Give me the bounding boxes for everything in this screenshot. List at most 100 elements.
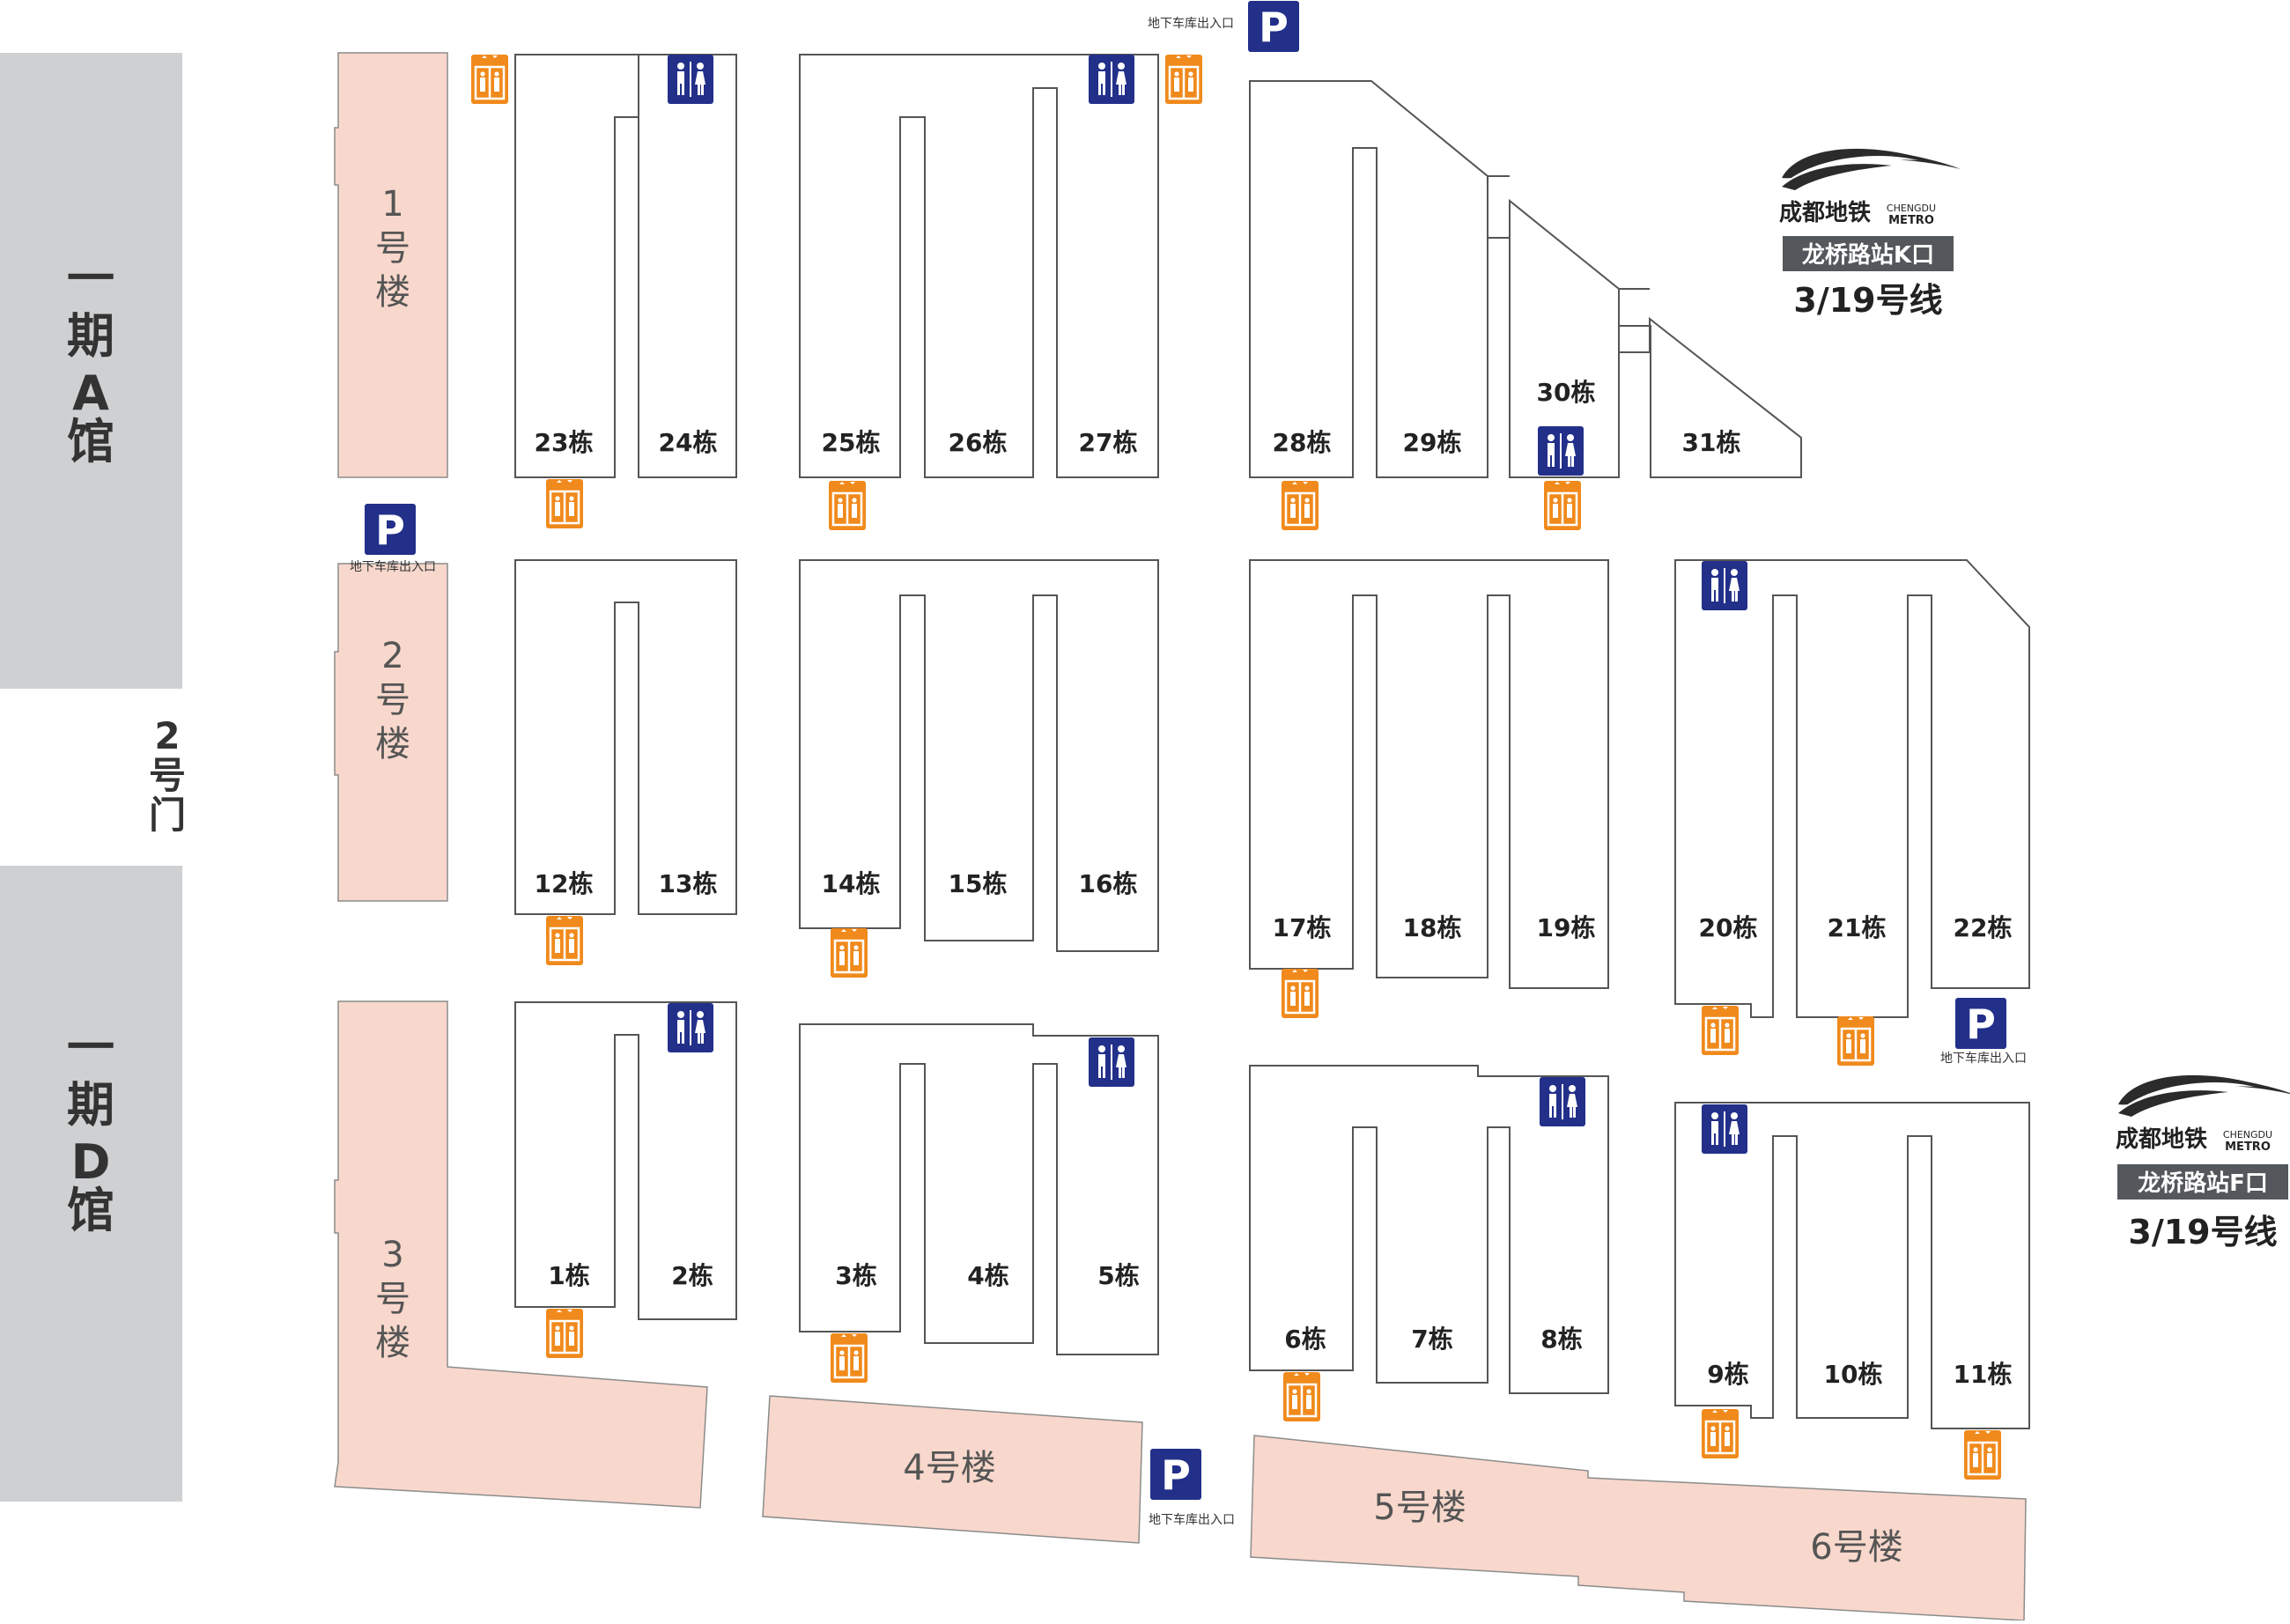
tower-19-label: 19栋 [1537,913,1596,942]
metro-station-badge [2117,1164,2288,1200]
building-4-label: 4号楼 [903,1448,995,1488]
metro-station-k: 龙桥路站K口 [1802,241,1934,269]
tower-28-label: 28栋 [1273,428,1332,457]
tower-4-label: 4栋 [967,1261,1008,1290]
building-2-char-3: 楼 [375,724,410,764]
elevator-icon [1836,1015,1876,1067]
hall-d-char-4: 馆 [67,1183,114,1238]
tower-15-label: 15栋 [949,869,1008,898]
elevator-icon [544,477,585,530]
building-1-shape [334,52,448,478]
elevator-icon [1700,1407,1740,1460]
hall-d-char-2: 期 [67,1077,114,1133]
tower-23-label: 23栋 [535,428,594,457]
tower-block-25-27 [799,54,1159,478]
tower-block-23-24 [514,54,639,478]
gate-char-3: 门 [149,794,186,837]
parking-caption: 地下车库出入口 [1148,16,1234,31]
building-4-shape [762,1395,1143,1544]
metro-station-f: 龙桥路站F口 [2138,1170,2268,1197]
tower-2-label: 2栋 [671,1261,713,1290]
tower-9-label: 9栋 [1707,1360,1748,1389]
tower-30-label: 30栋 [1537,378,1596,407]
tower-11-label: 11栋 [1954,1360,2013,1389]
metro-lines: 3/19号线 [2128,1213,2277,1251]
tower-21-label: 21栋 [1828,913,1887,942]
elevator-icon [1280,967,1320,1020]
metro-station-badge [1783,236,1954,271]
tower-24-label: 24栋 [659,428,718,457]
elevator-icon [829,1332,869,1384]
elevator-icon [1962,1428,2003,1481]
tower-18-label: 18栋 [1403,913,1462,942]
building-3-shape [334,1000,708,1509]
parking-bottom[interactable]: 地下车库出入口 [1149,1449,1235,1527]
gate-char-1: 2 [154,714,180,757]
hall-a-char-4: 馆 [67,414,114,469]
parking-left[interactable]: 地下车库出入口 [350,504,436,574]
parking-icon [1150,1449,1201,1500]
restroom-icon [1088,1037,1135,1088]
parking-caption: 地下车库出入口 [1149,1512,1235,1527]
building-6-label: 6号楼 [1810,1527,1902,1568]
hall-phase1-a: 一 期 A 馆 [0,53,182,689]
building-2-char-1: 2 [381,636,403,676]
hall-a-char-2: 期 [67,308,114,364]
tower-16-label: 16栋 [1079,869,1138,898]
elevator-icon [544,914,585,967]
parking-top[interactable]: 地下车库出入口 [1148,1,1299,52]
tower-6-label: 6栋 [1284,1325,1326,1354]
tower-13-label: 13栋 [659,869,718,898]
building-5-label: 5号楼 [1373,1487,1466,1528]
elevator-icon [544,1307,585,1360]
tower-block-1-2 [514,1001,737,1320]
building-2-char-2: 号 [375,680,410,720]
gate-2: 2 号 门 [149,714,186,837]
parking-caption: 地下车库出入口 [350,559,436,574]
tower-block-3-5 [799,1023,1159,1355]
tower-3-label: 3栋 [835,1261,876,1290]
metro-brand-en-bottom: METRO [2225,1140,2271,1154]
chengdu-metro-logo [1782,148,1961,190]
hall-d-char-1: 一 [67,1020,114,1075]
tower-27-label: 27栋 [1079,428,1138,457]
metro-f-exit[interactable]: 成都地铁 CHENGDU METRO 龙桥路站F口 3/19号线 [2116,1074,2290,1251]
tower-17-label: 17栋 [1273,913,1332,942]
restroom-icon [1701,560,1748,611]
tower-26-label: 26栋 [949,428,1008,457]
elevator-icon [827,479,868,532]
metro-k-exit[interactable]: 成都地铁 CHENGDU METRO 龙桥路站K口 3/19号线 [1779,148,1961,320]
tower-1-label: 1栋 [548,1261,589,1290]
tower-14-label: 14栋 [822,869,881,898]
elevator-icon [829,926,869,979]
elevator-icon [1700,1004,1740,1057]
tower-22-label: 22栋 [1954,913,2013,942]
hall-d-char-3: D [71,1134,111,1190]
parking-right[interactable]: 地下车库出入口 [1940,998,2027,1066]
metro-brand-en-bottom: METRO [1888,214,1934,227]
tower-31-label: 31栋 [1682,428,1741,457]
metro-brand-en-top: CHENGDU [2223,1129,2272,1140]
hall-a-char-1: 一 [67,251,114,306]
metro-brand-cn: 成都地铁 [2116,1126,2207,1153]
building-1-char-1: 1 [381,184,403,225]
gate-char-2: 号 [149,754,186,797]
tower-25-label: 25栋 [822,428,881,457]
parking-caption: 地下车库出入口 [1940,1051,2027,1066]
restroom-icon [667,54,714,105]
restroom-icon [667,1002,714,1053]
building-1-char-2: 号 [375,228,410,269]
elevator-icon [1280,479,1320,532]
restroom-icon [1539,1076,1586,1127]
tower-20-label: 20栋 [1699,913,1758,942]
chengdu-metro-logo [2118,1074,2290,1117]
restroom-icon [1537,425,1585,476]
tower-block-9-11 [1674,1102,2030,1429]
building-1-char-3: 楼 [375,272,410,313]
tower-29-label: 29栋 [1403,428,1462,457]
tower-block-14-16 [799,559,1159,952]
hall-a-char-3: A [72,365,109,421]
tower-block-28-31 [1249,80,1802,478]
restroom-icon [1701,1104,1748,1155]
